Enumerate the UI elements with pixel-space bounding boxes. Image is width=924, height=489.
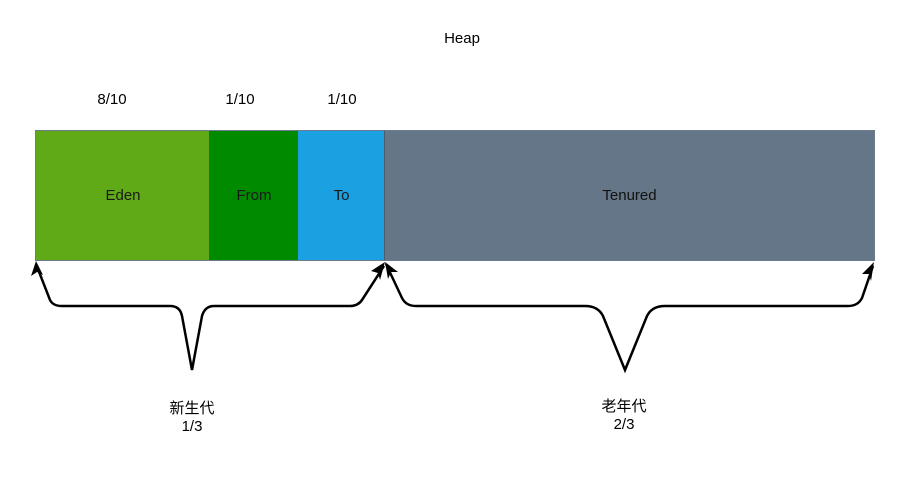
old-generation-brace [384, 263, 875, 374]
to-label: To [333, 187, 350, 204]
old-generation-fraction: 2/3 [613, 416, 635, 433]
from-label: From [236, 187, 272, 204]
from-ratio-label: 1/10 [225, 91, 255, 108]
eden-label: Eden [105, 187, 141, 204]
eden-ratio-label: 8/10 [97, 91, 127, 108]
tenured-region: Tenured [384, 130, 875, 261]
to-region: To [298, 130, 385, 261]
to-ratio-label: 1/10 [327, 91, 357, 108]
young-generation-name: 新生代 [169, 400, 215, 417]
arrowhead-icon [371, 262, 385, 280]
from-region: From [209, 130, 299, 261]
heap-title: Heap [444, 30, 480, 47]
arrowhead-icon [31, 261, 43, 276]
arrowhead-icon [862, 262, 874, 281]
eden-region: Eden [35, 130, 210, 261]
tenured-label: Tenured [602, 187, 657, 204]
old-generation-label: 老年代 2/3 [564, 398, 684, 434]
young-generation-label: 新生代 1/3 [132, 400, 252, 436]
arrowhead-icon [385, 262, 398, 279]
young-generation-fraction: 1/3 [181, 418, 203, 435]
old-generation-name: 老年代 [601, 398, 647, 415]
young-generation-brace [34, 263, 386, 371]
